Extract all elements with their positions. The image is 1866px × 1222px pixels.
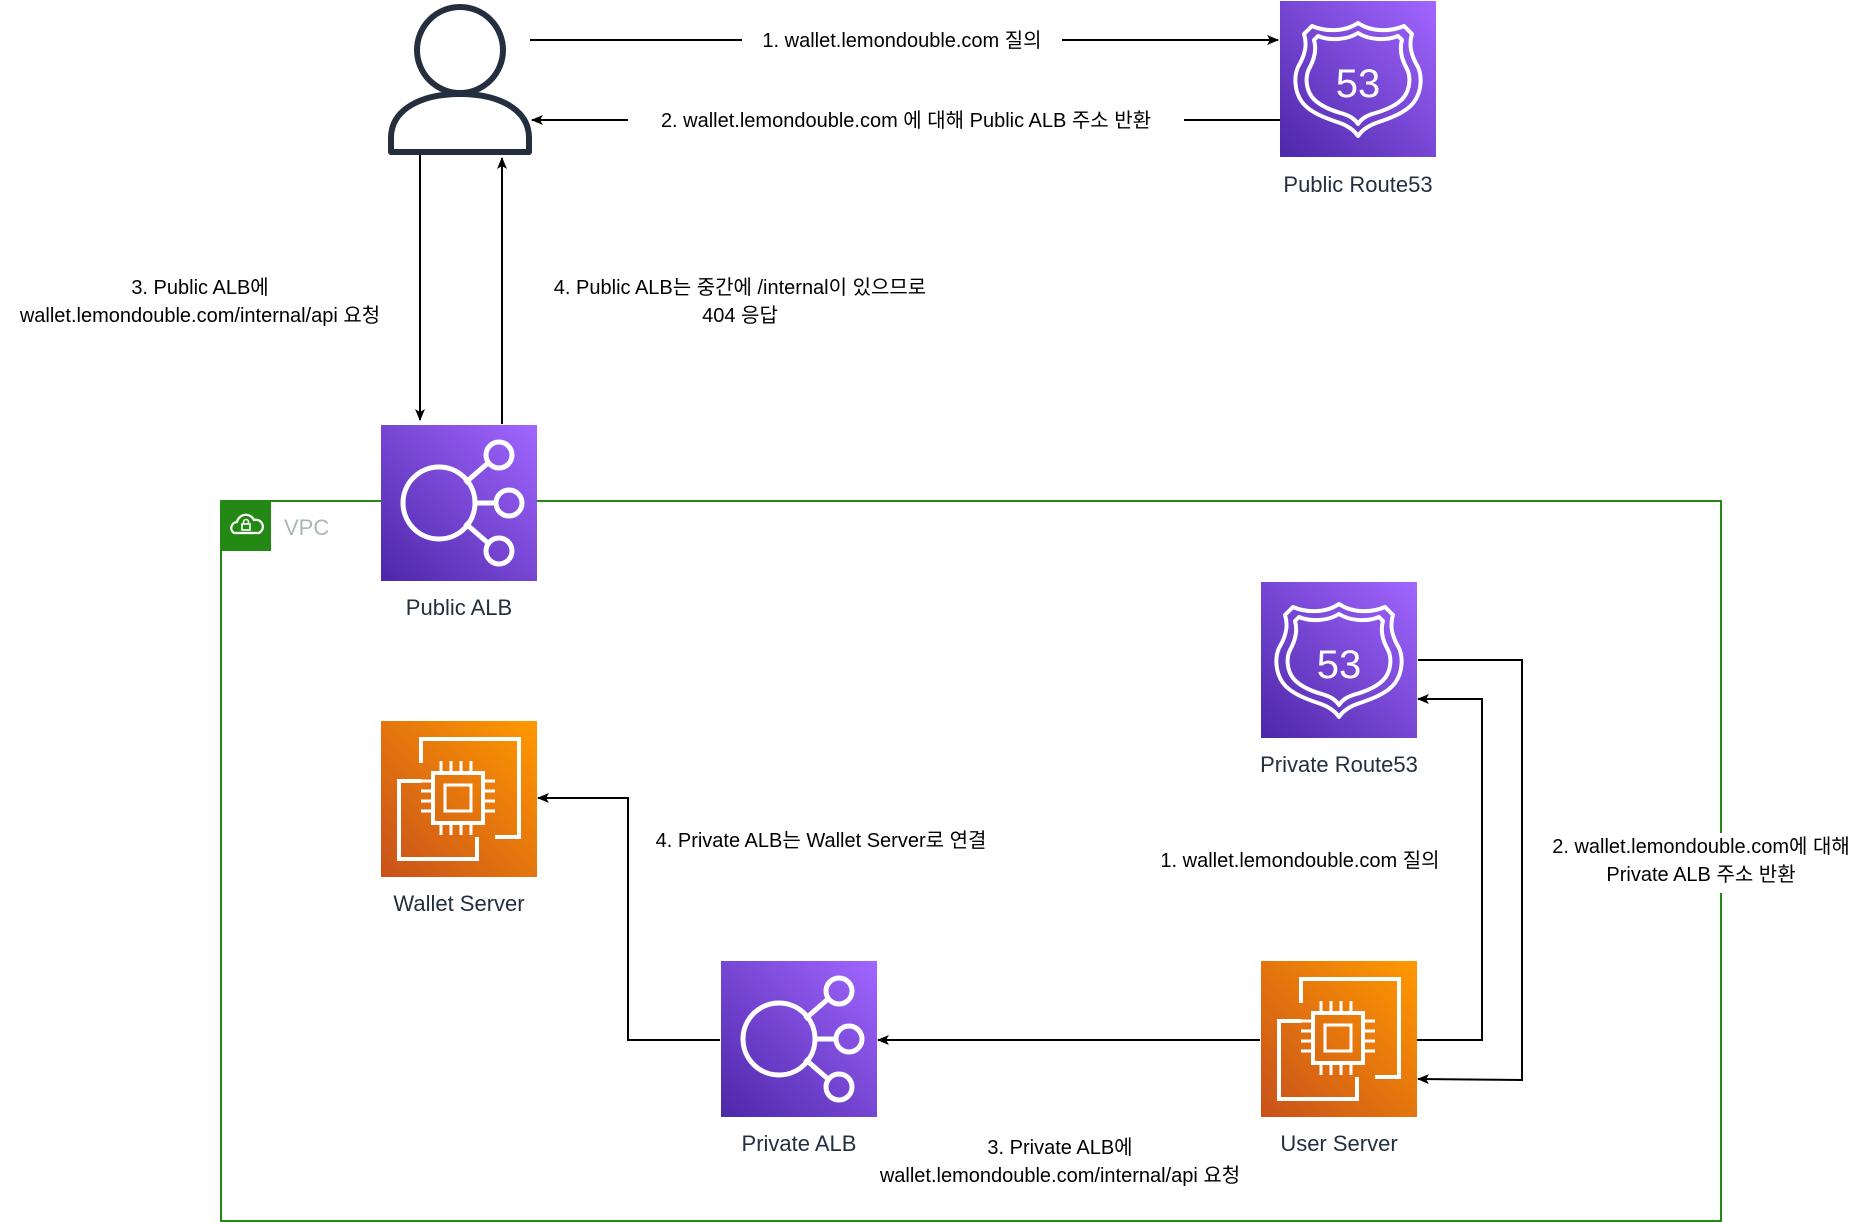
edge-label-response-public-line1: 4. Public ALB는 중간에 /internal이 있으므로	[554, 276, 926, 299]
user-node	[388, 4, 532, 155]
route53-badge: 53	[1336, 62, 1381, 106]
ec2-instances-icon	[379, 719, 539, 879]
edge-label-query-public: 1. wallet.lemondouble.com 질의	[762, 29, 1041, 52]
private-alb-node: Private ALB	[721, 961, 877, 1156]
public-alb-label: Public ALB	[406, 595, 512, 620]
edge-label-response-public-line2: 404 응답	[702, 304, 778, 327]
edge-label-request-private-line1: 3. Private ALB에	[987, 1136, 1132, 1159]
private-alb-label: Private ALB	[742, 1131, 857, 1156]
load-balancer-icon	[381, 425, 537, 581]
edge-query-private	[1416, 694, 1483, 1041]
private-route53-node: 53 Private Route53	[1259, 580, 1419, 777]
edge-label-request-public-line2: wallet.lemondouble.com/internal/api 요청	[19, 304, 380, 327]
public-route53-node: 53 Public Route53	[1278, 0, 1438, 197]
ec2-instances-icon	[1259, 959, 1419, 1119]
route53-icon: 53	[1278, 0, 1438, 159]
edge-return-private	[1417, 659, 1523, 1085]
vpc-label: VPC	[284, 515, 329, 540]
wallet-server-node: Wallet Server	[379, 719, 539, 916]
user-icon	[388, 4, 532, 155]
public-route53-label: Public Route53	[1283, 172, 1432, 197]
edge-label-request-private-line2: wallet.lemondouble.com/internal/api 요청	[879, 1164, 1240, 1187]
wallet-server-label: Wallet Server	[393, 891, 524, 916]
edge-label-query-private: 1. wallet.lemondouble.com 질의	[1160, 849, 1439, 872]
private-route53-label: Private Route53	[1260, 752, 1418, 777]
edge-label-return-public: 2. wallet.lemondouble.com 에 대해 Public AL…	[661, 109, 1151, 132]
vpc-cloud-icon	[221, 501, 271, 551]
edge-labels: 1. wallet.lemondouble.com 질의 2. wallet.l…	[19, 24, 1866, 1187]
edge-label-return-private-line1: 2. wallet.lemondouble.com에 대해	[1552, 835, 1850, 858]
edge-label-request-public-line1: 3. Public ALB에	[131, 276, 268, 299]
edge-label-return-private-line2: Private ALB 주소 반환	[1606, 863, 1795, 886]
load-balancer-icon	[721, 961, 877, 1117]
user-server-node: User Server	[1259, 959, 1419, 1156]
route53-badge: 53	[1317, 643, 1362, 687]
route53-icon: 53	[1259, 580, 1419, 740]
edge-connect-wallet	[537, 793, 720, 1041]
public-alb-node: Public ALB	[381, 425, 537, 620]
user-server-label: User Server	[1280, 1131, 1397, 1156]
edge-label-connect-wallet: 4. Private ALB는 Wallet Server로 연결	[656, 829, 987, 852]
